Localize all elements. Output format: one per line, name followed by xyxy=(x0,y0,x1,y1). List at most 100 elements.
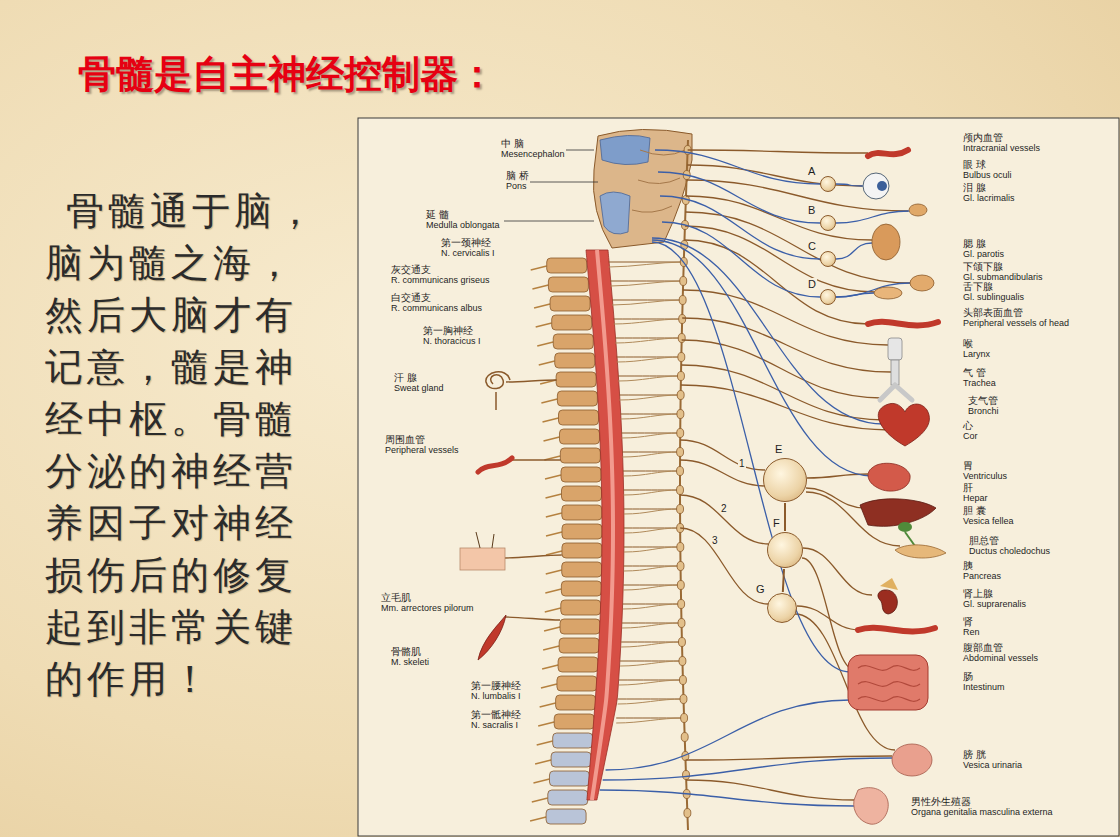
chinese-label: 汗 腺 xyxy=(393,373,418,383)
abdominal-vessel xyxy=(858,628,935,632)
organs xyxy=(460,150,946,824)
parasympathetic-nerve xyxy=(662,222,820,297)
sympathetic-nerve xyxy=(682,340,882,398)
latin-label: Peripheral vessels of head xyxy=(962,318,1070,328)
latin-label: Vesica fellea xyxy=(962,516,1015,526)
parotid-gland xyxy=(872,224,900,260)
callout-number: 1 xyxy=(738,458,746,469)
nerve-connector xyxy=(784,503,786,531)
spinal-nerve xyxy=(533,779,549,783)
latin-label: Medulla oblongata xyxy=(425,220,501,230)
intracranial-vessel xyxy=(868,150,908,156)
spinal-nerve xyxy=(534,304,550,308)
chinese-label: 立毛肌 xyxy=(380,593,412,603)
ganglion-letter: G xyxy=(755,583,766,595)
chinese-label: 胆 囊 xyxy=(962,506,987,516)
spinal-nerve xyxy=(532,798,548,802)
latin-label: Hepar xyxy=(962,493,989,503)
chain-ganglion xyxy=(677,448,684,457)
sympathetic-nerve xyxy=(803,548,872,595)
slide-title: 骨髓是自主神经控制器： xyxy=(78,52,496,96)
ganglion-circle: F xyxy=(767,532,803,568)
latin-label: Gl. sublingualis xyxy=(962,292,1025,302)
sympathetic-nerve xyxy=(686,196,872,240)
callout-number: 3 xyxy=(711,535,719,546)
vertebra xyxy=(546,809,586,824)
chinese-label: 胰 xyxy=(962,561,974,571)
spinal-nerve xyxy=(530,817,546,821)
chain-ganglion xyxy=(677,391,684,400)
spinal-nerve xyxy=(537,342,553,346)
chinese-label: 脑 桥 xyxy=(505,171,530,181)
submandibular-gland xyxy=(910,275,934,291)
ramus-communicans xyxy=(614,319,682,324)
latin-label: Peripheral vessels xyxy=(384,445,460,455)
leader-line xyxy=(504,221,594,222)
ramus-communicans xyxy=(623,471,680,476)
latin-label: N. cervicalis I xyxy=(440,248,496,258)
ramus-communicans xyxy=(621,433,680,438)
latin-label: Sweat gland xyxy=(393,383,445,393)
vertebra xyxy=(557,676,597,691)
generated-nerves xyxy=(505,140,910,830)
spinal-nerve xyxy=(537,741,553,745)
ramus-communicans xyxy=(609,262,684,267)
vertebra xyxy=(559,638,599,653)
chinese-label: 白交通支 xyxy=(390,293,432,303)
chinese-label: 腹部血管 xyxy=(962,643,1004,653)
liver xyxy=(860,499,936,526)
chinese-label: 第一胸神经 xyxy=(422,326,474,336)
larynx xyxy=(888,338,902,360)
ganglion-letter: A xyxy=(807,165,816,177)
latin-label: Abdominal vessels xyxy=(962,653,1039,663)
ganglion-circle: A xyxy=(820,176,836,192)
chinese-label: 颅内血管 xyxy=(962,133,1004,143)
sympathetic-nerve xyxy=(685,226,875,292)
chain-ganglion xyxy=(679,315,686,324)
chain-ganglion xyxy=(678,600,685,609)
vertebra xyxy=(559,429,599,444)
vertebra xyxy=(553,334,593,349)
vertebra xyxy=(562,543,602,558)
vertebra xyxy=(557,391,597,406)
latin-label: R. communicans griseus xyxy=(390,275,491,285)
spinal-nerve xyxy=(546,570,562,574)
somatic-nerve xyxy=(505,617,560,620)
latin-label: Mm. arrectores pilorum xyxy=(380,603,475,613)
chinese-label: 肠 xyxy=(962,672,974,682)
ramus-communicans xyxy=(623,604,681,609)
vertebra xyxy=(548,277,588,292)
vertebra xyxy=(562,505,602,520)
parasympathetic-nerve xyxy=(606,700,850,770)
vertebra xyxy=(561,600,601,615)
ramus-communicans xyxy=(612,300,683,305)
chinese-label: 第一骶神经 xyxy=(470,710,522,720)
chain-ganglion xyxy=(684,809,691,818)
ramus-communicans xyxy=(615,338,681,343)
sympathetic-nerve xyxy=(688,150,868,153)
chinese-label: 肾 xyxy=(962,617,974,627)
ramus-communicans xyxy=(624,566,681,571)
sympathetic-nerve xyxy=(802,558,855,670)
chain-ganglion xyxy=(677,410,684,419)
chain-ganglion xyxy=(681,714,688,723)
chinese-label: 腮 腺 xyxy=(962,239,987,249)
skeletal-muscle xyxy=(478,615,506,660)
ganglion-letter: E xyxy=(774,443,783,455)
ganglion-circle: E xyxy=(763,458,807,502)
chinese-label: 周围血管 xyxy=(384,435,426,445)
ramus-communicans xyxy=(623,585,680,590)
vertebra xyxy=(549,771,589,786)
ramus-communicans xyxy=(624,547,680,552)
vertebra xyxy=(547,258,587,273)
bile-duct xyxy=(905,532,915,546)
vertebra xyxy=(548,790,588,805)
parasympathetic-nerve xyxy=(600,790,855,806)
sympathetic-nerve xyxy=(686,780,855,800)
vertebra xyxy=(550,296,590,311)
chinese-label: 胆总管 xyxy=(968,536,1000,546)
parasympathetic-nerve xyxy=(836,243,872,259)
chinese-label: 支气管 xyxy=(967,396,999,406)
sympathetic-nerve xyxy=(682,318,891,372)
trachea xyxy=(891,360,899,385)
